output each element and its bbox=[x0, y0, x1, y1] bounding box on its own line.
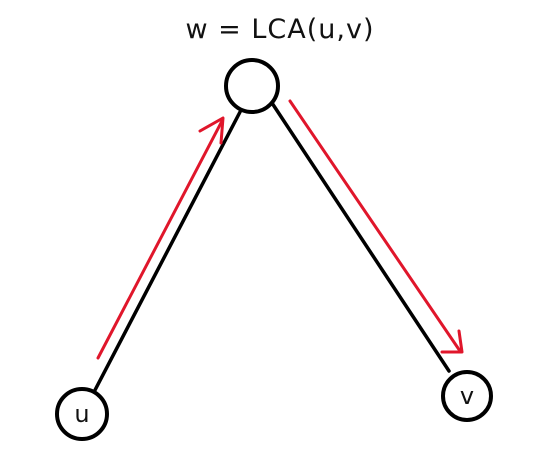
node-w bbox=[224, 58, 280, 114]
path-arrow-w-to-v bbox=[288, 99, 462, 353]
path-arrow-u-to-w bbox=[96, 119, 224, 360]
node-v-label: v bbox=[459, 382, 475, 410]
node-u-label: u bbox=[74, 400, 90, 428]
edge-w-to-u bbox=[92, 110, 242, 394]
node-v bbox=[441, 370, 493, 422]
node-u bbox=[55, 387, 109, 441]
edge-w-to-v bbox=[270, 101, 451, 373]
arrowhead-w-to-v-icon bbox=[440, 329, 464, 354]
arrowhead-u-to-w-icon bbox=[198, 116, 225, 145]
root-node-label: w = LCA(u,v) bbox=[185, 14, 375, 45]
